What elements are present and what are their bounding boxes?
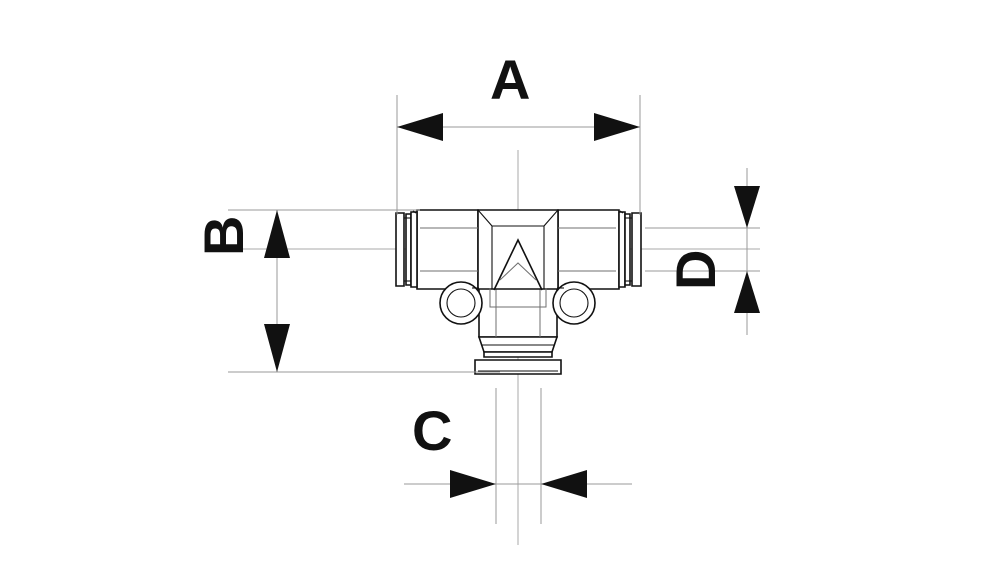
dimension-label-b: B (192, 215, 255, 256)
horizontal-body (416, 209, 620, 308)
release-collar-rings (439, 281, 596, 325)
dimension-A (396, 95, 641, 215)
dimension-label-d: D (664, 249, 727, 290)
fitting-body (395, 209, 642, 375)
dimension-D (645, 168, 760, 335)
dimension-label-a: A (490, 48, 531, 111)
dimension-C (404, 388, 632, 524)
left-port-collet (395, 210, 418, 288)
right-port-collet (618, 210, 642, 288)
dimension-label-c: C (412, 399, 453, 462)
dimension-B (228, 209, 500, 373)
